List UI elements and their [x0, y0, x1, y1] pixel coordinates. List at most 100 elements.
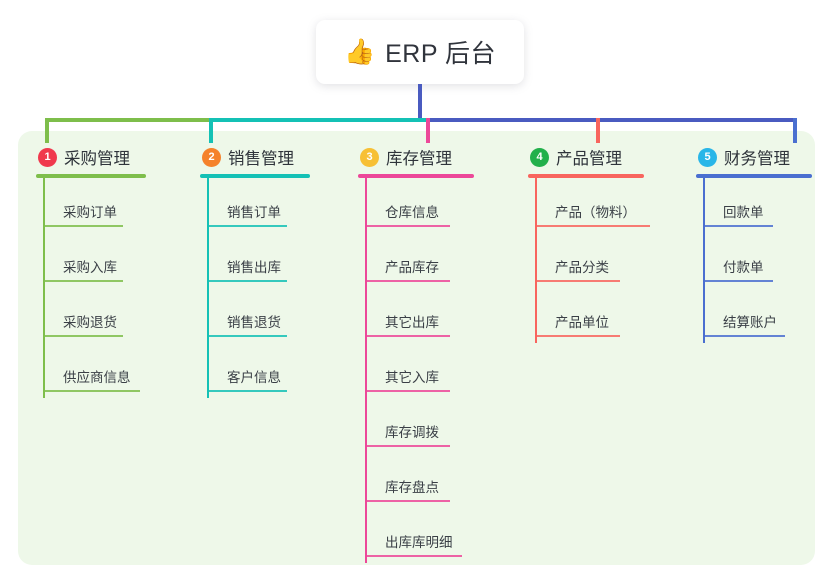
branch-item-list: 销售订单销售出库销售退货客户信息: [200, 178, 310, 398]
branch-item[interactable]: 采购订单: [36, 178, 146, 233]
branch-item-rule: [43, 335, 123, 337]
branch-item[interactable]: 付款单: [696, 233, 812, 288]
branch-item[interactable]: 产品库存: [358, 233, 474, 288]
branch-item-rule: [365, 445, 450, 447]
branch-item[interactable]: 出库库明细: [358, 508, 474, 563]
branch-item-label: 产品单位: [555, 315, 609, 330]
branch-item-label: 销售退货: [227, 315, 281, 330]
branch-item-rule: [207, 335, 287, 337]
connector-drop-3: [426, 118, 430, 143]
connector-bar-segment-1: [45, 118, 213, 122]
branch-item-label: 销售订单: [227, 205, 281, 220]
branch-item-label: 其它入库: [385, 370, 439, 385]
branch-item-rule: [43, 225, 123, 227]
branch-item-label: 采购退货: [63, 315, 117, 330]
branch-item[interactable]: 供应商信息: [36, 343, 146, 398]
branch-item-rule: [365, 225, 450, 227]
branch-spine-line: [535, 178, 537, 343]
branch-title: 采购管理: [64, 150, 130, 168]
connector-drop-2: [209, 118, 213, 143]
branch-item[interactable]: 库存调拨: [358, 398, 474, 453]
branch-title: 库存管理: [386, 150, 452, 168]
branch-item-rule: [365, 500, 450, 502]
branch-item-list: 产品（物料） 产品分类产品单位: [528, 178, 650, 343]
branch-item[interactable]: 库存盘点: [358, 453, 474, 508]
branch-item-rule: [365, 555, 462, 557]
branch-item-rule: [703, 335, 785, 337]
branch-item-label: 销售出库: [227, 260, 281, 275]
branch-item-rule: [703, 225, 773, 227]
branch-item[interactable]: 销售订单: [200, 178, 310, 233]
branch-item-rule: [365, 280, 450, 282]
connector-drop-1: [45, 118, 49, 143]
branch-item-label: 采购入库: [63, 260, 117, 275]
thumbs-up-icon: 👍: [343, 37, 376, 66]
branch-item-rule: [207, 280, 287, 282]
root-title-text: ERP 后台: [385, 40, 497, 68]
branch-item[interactable]: 销售出库: [200, 233, 310, 288]
branch-title: 销售管理: [228, 150, 294, 168]
branch-spine-line: [703, 178, 705, 343]
branch-item-label: 客户信息: [227, 370, 281, 385]
branch-item-label: 回款单: [723, 205, 764, 220]
branch-header-rule: [528, 174, 644, 178]
branch-item-label: 库存盘点: [385, 480, 439, 495]
branch-item-rule: [207, 225, 287, 227]
branch-item-label: 结算账户: [723, 315, 777, 330]
branch-item[interactable]: 其它出库: [358, 288, 474, 343]
branch-header-rule: [358, 174, 474, 178]
root-title-card[interactable]: 👍 ERP 后台: [316, 20, 524, 84]
branch-item[interactable]: 采购入库: [36, 233, 146, 288]
branch-item-rule: [535, 280, 620, 282]
branch-item-rule: [535, 335, 620, 337]
branch-item[interactable]: 产品分类: [528, 233, 644, 288]
branch-item[interactable]: 产品单位: [528, 288, 644, 343]
branch-item[interactable]: 产品（物料）: [528, 178, 650, 233]
root-stem-line: [418, 84, 422, 122]
branch-spine-line: [365, 178, 367, 563]
branch-item[interactable]: 客户信息: [200, 343, 310, 398]
connector-bar-segment-2: [209, 118, 430, 122]
branch-item-label: 产品（物料）: [555, 205, 636, 220]
connector-bar-segment-3: [426, 118, 797, 122]
branch-item-rule: [207, 390, 287, 392]
branch-item-label: 付款单: [723, 260, 764, 275]
branch-item-label: 出库库明细: [385, 535, 453, 550]
branch-item[interactable]: 采购退货: [36, 288, 146, 343]
branch-item-label: 仓库信息: [385, 205, 439, 220]
branch-item-rule: [535, 225, 650, 227]
branch-item-list: 仓库信息产品库存其它出库其它入库库存调拨库存盘点出库库明细: [358, 178, 474, 563]
branch-item-label: 供应商信息: [63, 370, 131, 385]
connector-drop-5: [793, 118, 797, 143]
branch-spine-line: [207, 178, 209, 398]
branch-item-rule: [43, 280, 123, 282]
branch-number-badge: 5: [698, 147, 717, 167]
branch-item[interactable]: 销售退货: [200, 288, 310, 343]
branch-item[interactable]: 其它入库: [358, 343, 474, 398]
branch-number-badge: 4: [530, 147, 549, 167]
branch-item[interactable]: 仓库信息: [358, 178, 474, 233]
content-panel: [18, 131, 815, 565]
branch-spine-line: [43, 178, 45, 398]
branch-item-label: 其它出库: [385, 315, 439, 330]
branch-item-list: 回款单付款单结算账户: [696, 178, 812, 343]
branch-item[interactable]: 结算账户: [696, 288, 812, 343]
connector-drop-4: [596, 118, 600, 143]
branch-item-label: 库存调拨: [385, 425, 439, 440]
branch-item-label: 产品库存: [385, 260, 439, 275]
branch-item-list: 采购订单采购入库采购退货供应商信息: [36, 178, 146, 398]
branch-item[interactable]: 回款单: [696, 178, 812, 233]
branch-item-rule: [703, 280, 773, 282]
branch-item-rule: [43, 390, 140, 392]
